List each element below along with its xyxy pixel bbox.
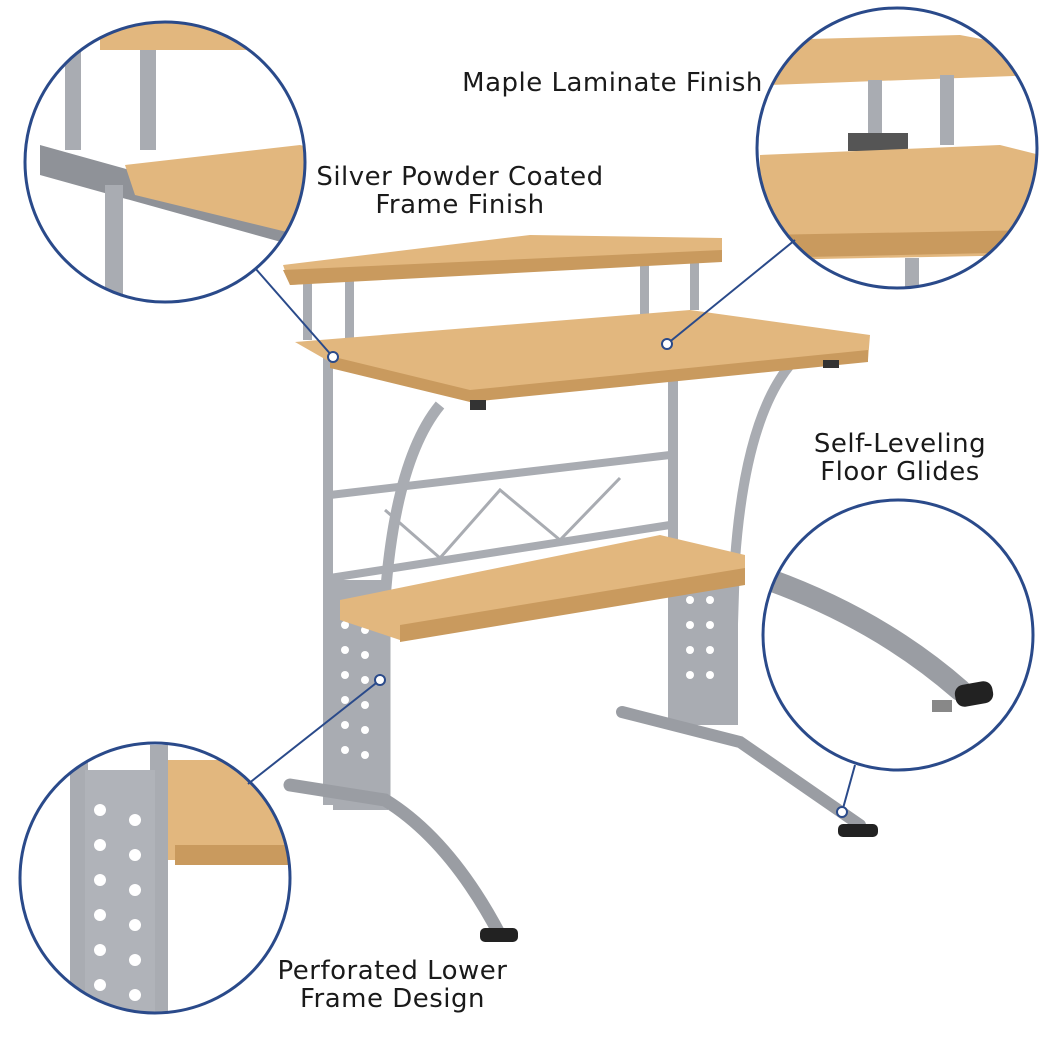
callout-frame-line2: Frame Finish xyxy=(375,190,545,220)
callout-perforated-line1: Perforated Lower xyxy=(277,956,508,986)
detail-glides xyxy=(763,500,1033,770)
callout-dot-frame xyxy=(327,351,339,363)
detail-laminate xyxy=(757,8,1037,288)
callout-glides-line2: Floor Glides xyxy=(820,457,980,487)
callout-glides-label: Self-Leveling Floor Glides xyxy=(795,430,1005,486)
callout-frame-line1: Silver Powder Coated xyxy=(316,162,604,192)
detail-circle-glides xyxy=(761,498,1035,772)
callout-perforated-line2: Frame Design xyxy=(299,984,486,1014)
detail-circle-laminate xyxy=(755,6,1039,290)
callout-dot-laminate xyxy=(661,338,673,350)
callout-dot-glides xyxy=(836,806,848,818)
callout-glides-line1: Self-Leveling xyxy=(813,429,987,459)
callout-frame-label: Silver Powder Coated Frame Finish xyxy=(310,163,610,219)
detail-circle-perforated xyxy=(18,741,292,1015)
callout-laminate-label: Maple Laminate Finish xyxy=(455,69,770,97)
callout-dot-perforated xyxy=(374,674,386,686)
detail-perforated xyxy=(20,743,290,1013)
detail-circle-frame xyxy=(23,20,307,304)
callout-laminate-line1: Maple Laminate Finish xyxy=(462,68,763,98)
callout-lines xyxy=(247,239,856,818)
callout-perforated-label: Perforated Lower Frame Design xyxy=(265,957,520,1013)
detail-frame xyxy=(25,22,305,302)
